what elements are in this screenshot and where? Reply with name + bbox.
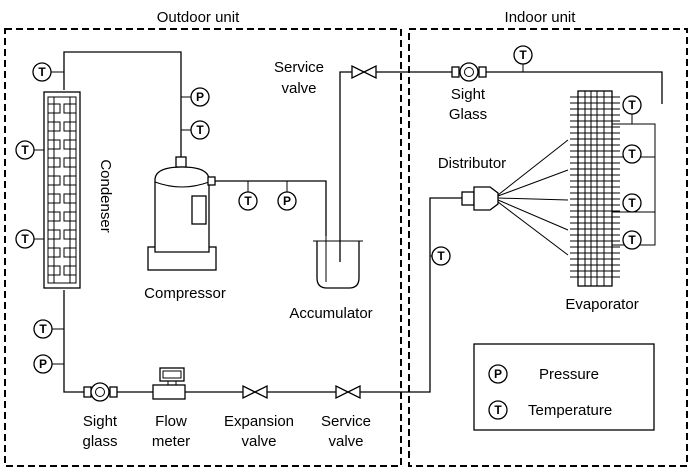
svg-text:P: P bbox=[39, 357, 47, 371]
distributor-label: Distributor bbox=[438, 155, 506, 172]
temperature-sensor-condenser-mid2-icon: T bbox=[15, 229, 44, 249]
svg-text:P: P bbox=[283, 194, 291, 208]
indoor-unit-boundary bbox=[408, 28, 688, 467]
svg-text:T: T bbox=[628, 233, 636, 247]
temperature-sensor-evap-circuit3-icon: T bbox=[622, 193, 642, 213]
service-valve-top-icon bbox=[351, 64, 377, 80]
accumulator-label: Accumulator bbox=[289, 305, 372, 322]
accumulator bbox=[313, 236, 363, 289]
temperature-sensor-indoor-outlet-icon: T bbox=[513, 45, 533, 72]
outdoor-unit-title: Outdoor unit bbox=[157, 9, 240, 26]
temperature-sensor-evap-circuit1-icon: T bbox=[622, 95, 642, 124]
pressure-sensor-liquid-line-icon: P bbox=[33, 354, 64, 374]
svg-text:T: T bbox=[21, 143, 29, 157]
indoor-unit-title: Indoor unit bbox=[505, 9, 577, 26]
svg-text:P: P bbox=[494, 367, 502, 381]
sight-glass-top bbox=[451, 62, 487, 82]
svg-text:T: T bbox=[437, 249, 445, 263]
outdoor-unit-boundary bbox=[4, 28, 402, 467]
sight-glass-bottom bbox=[83, 382, 118, 402]
service-valve-top-label-line2: valve bbox=[281, 80, 316, 97]
sight-glass-bottom-label-line2: glass bbox=[82, 433, 117, 450]
service-valve-bottom-icon bbox=[335, 384, 361, 400]
legend-temperature-icon: T bbox=[488, 400, 508, 420]
evaporator bbox=[570, 90, 620, 287]
temperature-sensor-suction-icon: T bbox=[238, 181, 258, 211]
svg-text:T: T bbox=[244, 194, 252, 208]
svg-text:T: T bbox=[21, 232, 29, 246]
svg-text:T: T bbox=[39, 322, 47, 336]
svg-text:T: T bbox=[628, 147, 636, 161]
condenser bbox=[43, 91, 81, 289]
svg-text:P: P bbox=[196, 90, 204, 104]
legend-temperature-label: Temperature bbox=[528, 402, 612, 419]
svg-text:T: T bbox=[519, 48, 527, 62]
expansion-valve-label-line2: valve bbox=[241, 433, 276, 450]
expansion-valve-icon bbox=[242, 384, 268, 400]
expansion-valve-label-line1: Expansion bbox=[224, 413, 294, 430]
temperature-sensor-condenser-mid1-icon: T bbox=[15, 140, 44, 160]
temperature-sensor-evap-circuit4-icon: T bbox=[622, 230, 642, 250]
refrigerant-piping bbox=[63, 51, 663, 393]
temperature-sensor-evap-circuit2-icon: T bbox=[622, 144, 642, 164]
flow-meter-label-line2: meter bbox=[152, 433, 190, 450]
distributor bbox=[461, 186, 499, 211]
svg-text:T: T bbox=[628, 98, 636, 112]
evaporator-label: Evaporator bbox=[565, 296, 638, 313]
sight-glass-top-label-line1: Sight bbox=[451, 86, 486, 103]
svg-text:T: T bbox=[196, 123, 204, 137]
svg-text:T: T bbox=[38, 65, 46, 79]
condenser-label: Condenser bbox=[97, 159, 114, 232]
compressor-label: Compressor bbox=[144, 285, 226, 302]
temperature-sensor-indoor-inlet-icon: T bbox=[430, 246, 451, 266]
legend-pressure-icon: P bbox=[488, 364, 508, 384]
flow-meter-label-line1: Flow bbox=[155, 413, 187, 430]
temperature-sensor-liquid-line-icon: T bbox=[33, 319, 64, 339]
compressor bbox=[147, 156, 217, 271]
sight-glass-bottom-label-line1: Sight bbox=[83, 413, 118, 430]
svg-text:T: T bbox=[628, 196, 636, 210]
sensor-group: T T T P T T P T T T P T T T T bbox=[15, 45, 642, 374]
pressure-sensor-discharge-icon: P bbox=[181, 87, 210, 107]
pressure-sensor-suction-icon: P bbox=[277, 181, 297, 211]
flow-meter-icon bbox=[152, 367, 186, 400]
temperature-sensor-discharge-icon: T bbox=[181, 120, 210, 140]
temperature-sensor-condenser-inlet-icon: T bbox=[32, 62, 64, 82]
legend: P Pressure T Temperature bbox=[473, 343, 655, 431]
service-valve-top-label-line1: Service bbox=[274, 59, 324, 76]
legend-pressure-label: Pressure bbox=[539, 366, 599, 383]
svg-text:T: T bbox=[494, 403, 502, 417]
service-valve-bottom-label-line2: valve bbox=[328, 433, 363, 450]
sight-glass-top-label-line2: Glass bbox=[449, 106, 487, 123]
service-valve-bottom-label-line1: Service bbox=[321, 413, 371, 430]
